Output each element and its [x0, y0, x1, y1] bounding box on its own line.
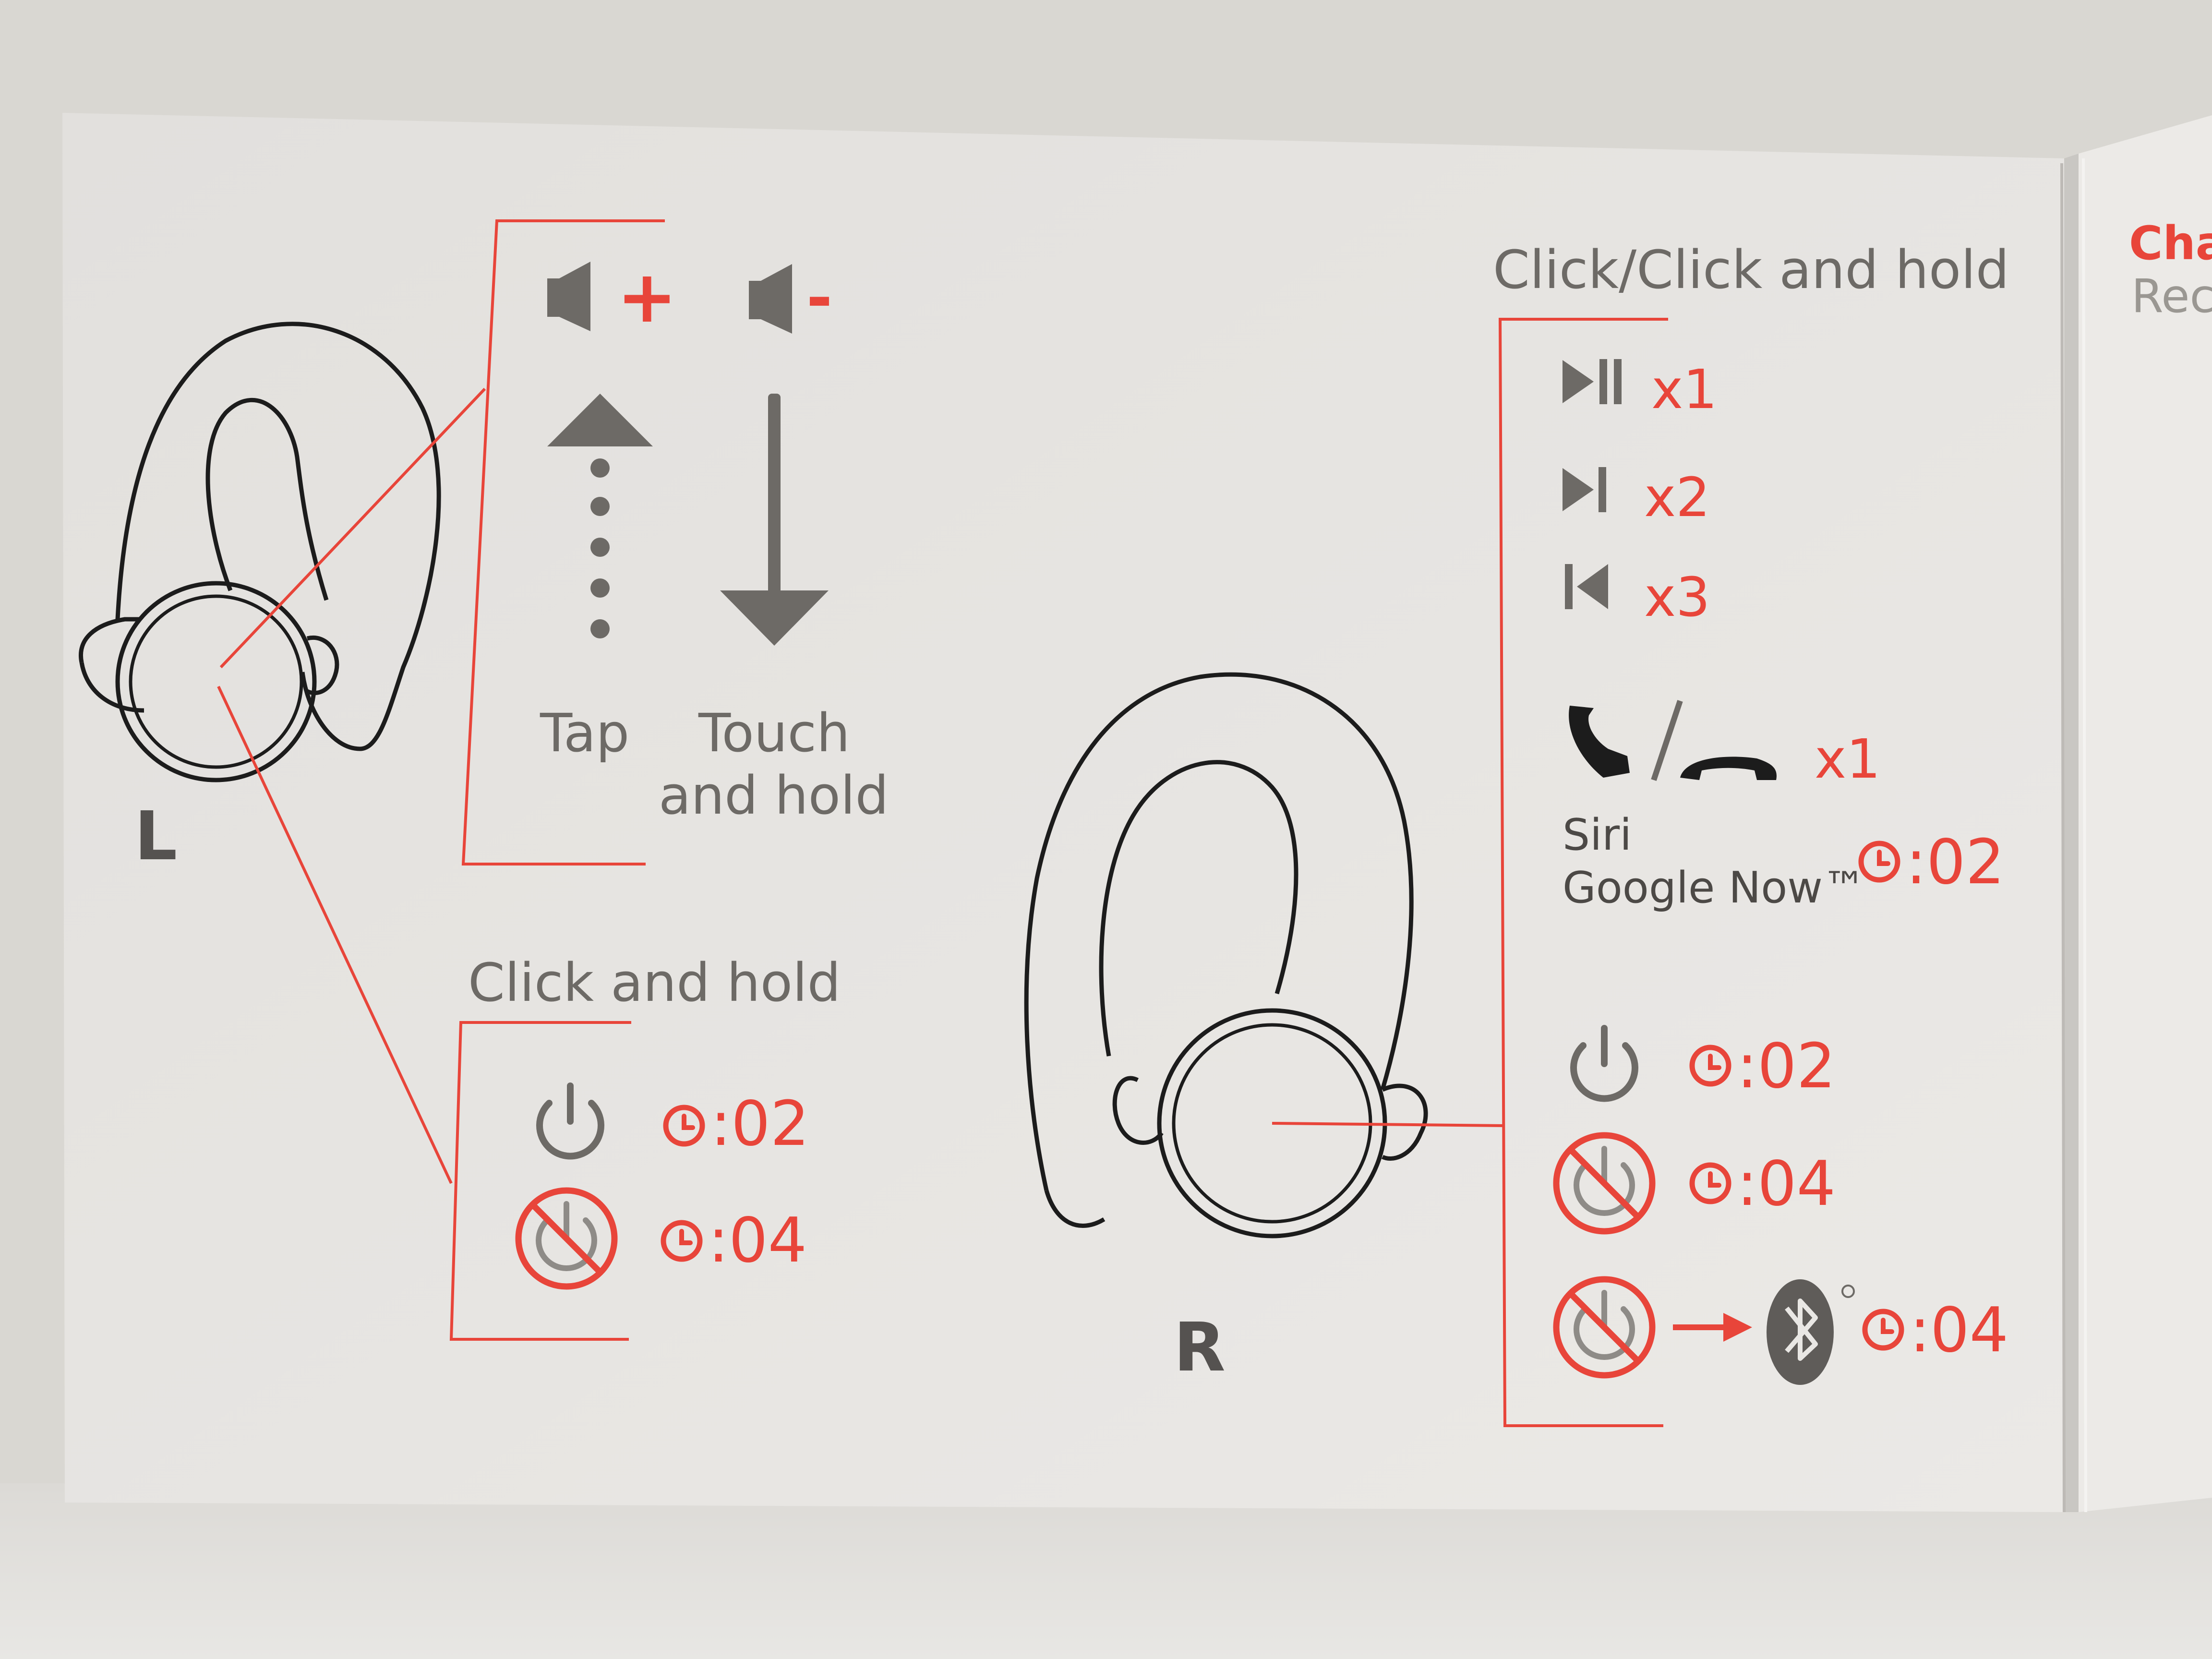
left-callout-lines [217, 219, 665, 1341]
right-title: Click/Click and hold [1493, 239, 2009, 301]
right-side-label: R [1174, 1309, 1226, 1387]
right-power-off-time: :04 [1737, 1148, 1836, 1220]
left-power-on-time: :02 [710, 1088, 809, 1160]
call-count: x1 [1815, 728, 1881, 791]
down-arrow-icon [720, 394, 829, 646]
next-track-icon [1563, 467, 1606, 512]
instruction-card [62, 113, 2064, 1512]
tap-label: Tap [540, 702, 629, 764]
previous-track-count: x3 [1644, 566, 1710, 629]
left-power-off-time: :04 [708, 1205, 807, 1276]
card-fold [2064, 154, 2079, 1512]
assistant-siri-label: Siri [1563, 810, 1632, 860]
touch-label-line2: and hold [659, 765, 889, 826]
next-track-count: x2 [1644, 467, 1710, 529]
play-pause-icon [1563, 359, 1622, 404]
volume-up-symbol: + [617, 255, 677, 339]
assistant-time: :02 [1906, 827, 2005, 898]
floor-area [0, 1483, 2212, 1659]
bluetooth-icon [1767, 1279, 1855, 1385]
play-pause-count: x1 [1651, 359, 1718, 421]
up-arrow-icon [547, 394, 653, 638]
previous-track-icon [1565, 564, 1608, 609]
end-call-icon [1680, 757, 1777, 780]
touch-label-line1: Touch [698, 702, 850, 764]
answer-call-icon [1569, 706, 1630, 778]
assistant-google-label: Google Now™ [1563, 863, 1866, 913]
right-card-heading: Cha [2129, 216, 2212, 270]
red-arrow-icon [1673, 1313, 1752, 1342]
left-side-label: L [134, 797, 177, 876]
pairing-time: :04 [1910, 1295, 2008, 1366]
right-callout-lines [1272, 318, 1668, 1427]
call-separator [1651, 700, 1683, 781]
left-click-hold-title: Click and hold [468, 952, 841, 1013]
right-card [2079, 115, 2212, 1512]
speaker-volume-up-icon: + [547, 255, 677, 339]
volume-down-symbol: - [806, 261, 832, 334]
speaker-volume-down-icon: - [749, 261, 832, 334]
left-earbud-illustration [79, 322, 441, 782]
right-power-on-time: :02 [1737, 1031, 1836, 1102]
right-card-subtext: Rec [2131, 269, 2212, 323]
